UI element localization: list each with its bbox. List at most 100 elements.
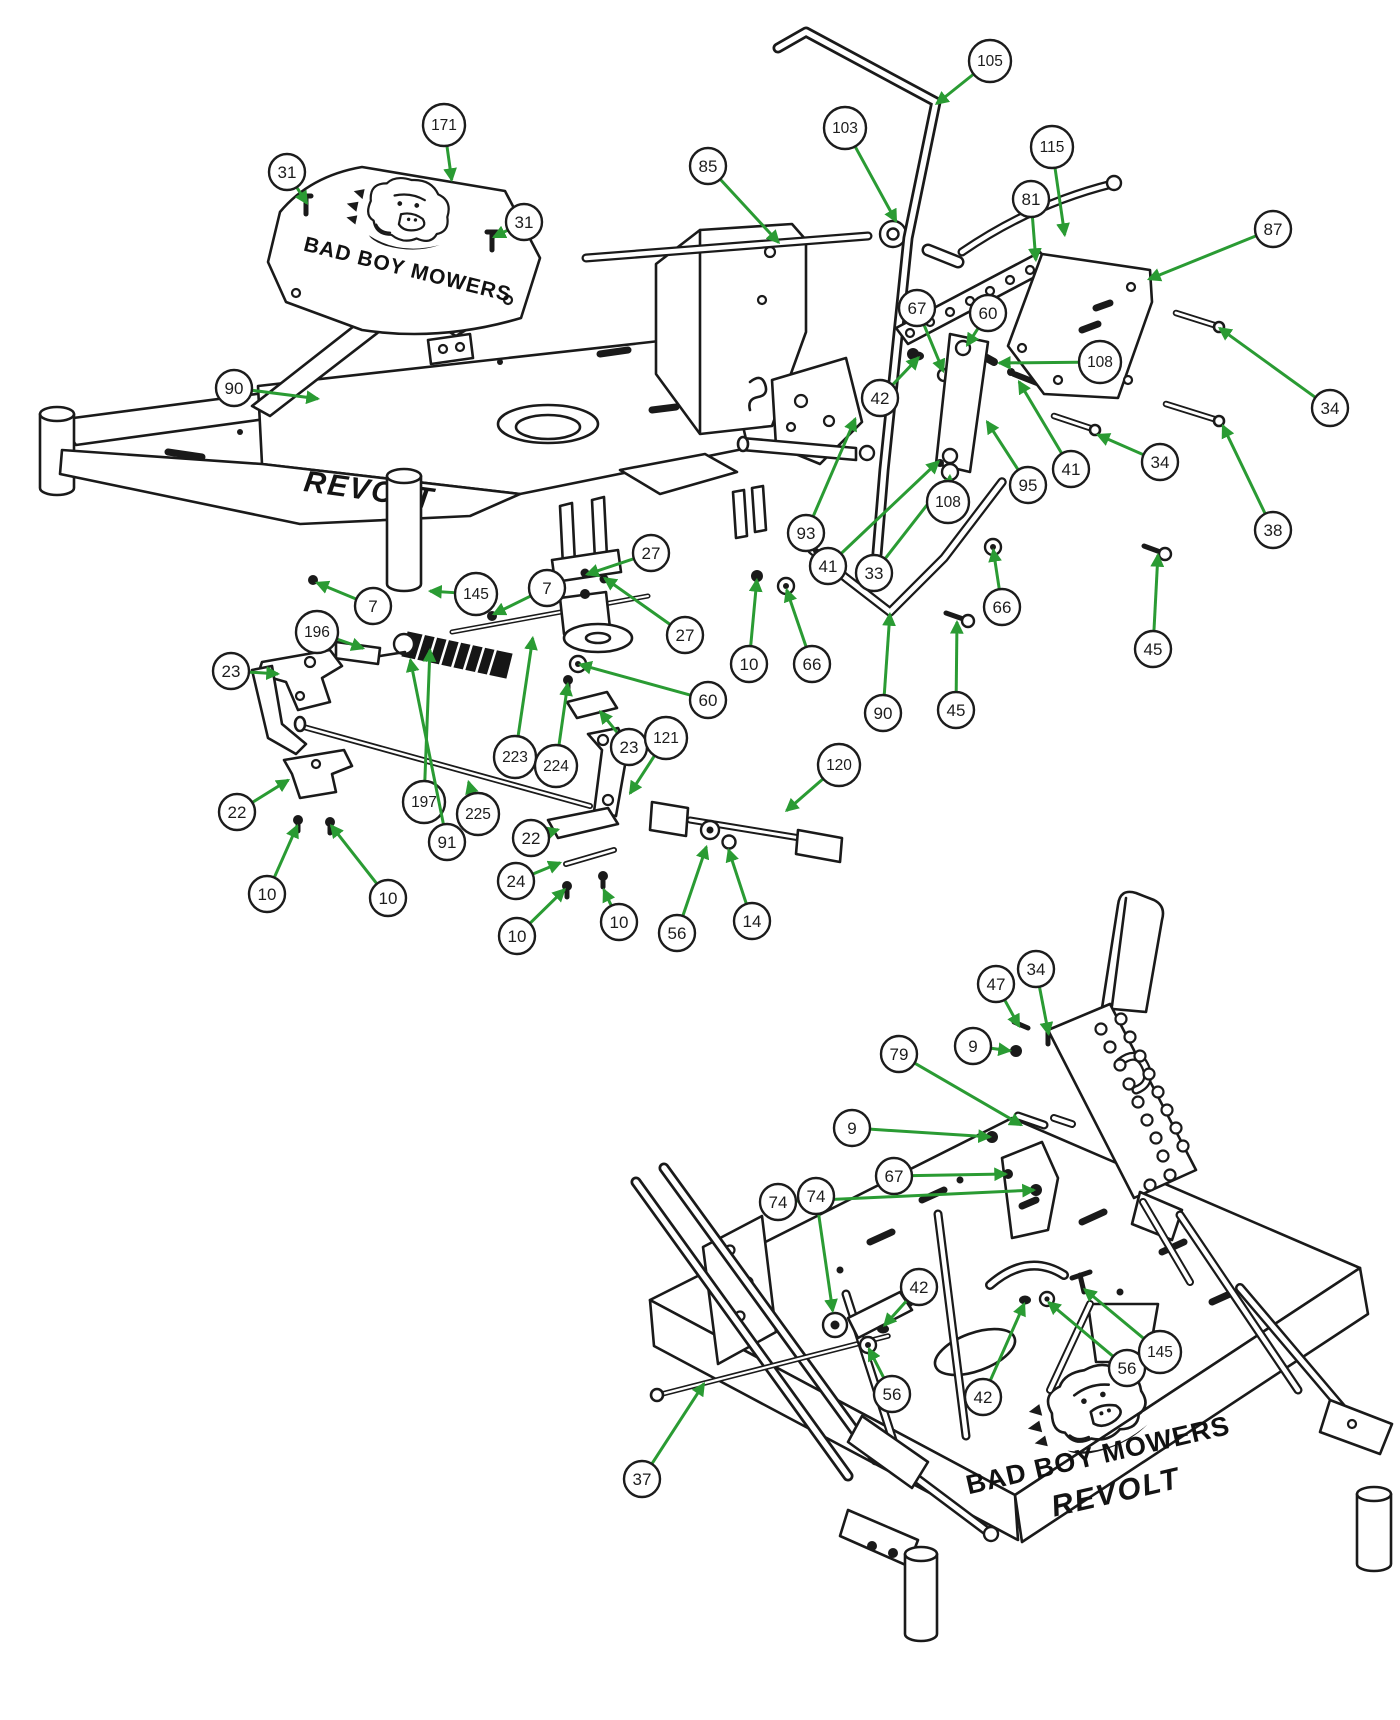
callout-223: 223 [492,635,538,780]
balloon-circle-34 [1310,388,1350,428]
balloon-circle-41 [808,546,848,586]
leader-arrow-23 [248,666,281,681]
leader-arrow-74 [795,1183,1037,1203]
balloon-number-60: 60 [699,691,718,710]
balloon-number-224: 224 [543,758,569,775]
balloon-number-34: 34 [1027,960,1046,979]
leader-arrow-42 [891,355,921,386]
callout-74: 74 [758,1182,1037,1222]
callout-60: 60 [577,661,728,720]
leader-arrow-56 [867,1346,886,1379]
balloon-circle-42 [860,378,900,418]
leader-arrow-41 [1017,379,1064,455]
callout-10: 10 [247,823,299,914]
balloon-number-66: 66 [993,598,1012,617]
balloon-number-42: 42 [974,1388,993,1407]
leader-arrow-24 [532,860,563,876]
balloon-circle-103 [822,105,868,151]
leader-arrow-171 [443,145,457,183]
balloon-number-27: 27 [676,626,695,645]
balloon-number-108: 108 [1087,354,1113,371]
callout-121: 121 [628,715,689,796]
leader-arrow-91 [405,657,445,825]
balloon-number-42: 42 [910,1278,929,1297]
leader-arrow-224 [557,681,573,746]
balloon-circle-42 [899,1267,939,1307]
callout-171: 171 [421,102,467,183]
balloon-circle-56 [657,913,697,953]
balloon-number-42: 42 [871,389,890,408]
balloon-circle-10 [729,644,769,684]
leader-arrow-27 [602,576,672,626]
leader-arrow-37 [650,1381,706,1465]
balloon-number-45: 45 [1144,640,1163,659]
callout-225: 225 [455,779,501,837]
callout-47: 47 [976,964,1021,1029]
callout-34: 34 [1016,949,1056,1037]
balloon-number-41: 41 [1062,460,1081,479]
callout-115: 115 [1029,124,1075,238]
balloon-circle-10 [368,878,408,918]
callout-42: 42 [860,355,921,418]
balloon-number-196: 196 [304,624,330,641]
balloon-circle-10 [497,916,537,956]
balloon-number-10: 10 [258,885,277,904]
callout-34: 34 [1095,433,1180,482]
balloon-circle-105 [967,38,1013,84]
callout-9: 9 [953,1026,1013,1066]
callout-108: 108 [925,473,971,525]
balloon-circle-10 [599,902,639,942]
leader-arrow-74 [817,1213,838,1314]
balloon-number-31: 31 [515,213,534,232]
callout-38: 38 [1221,423,1293,550]
leader-arrow-197 [422,647,437,782]
balloon-circle-74 [796,1176,836,1216]
balloon-circle-38 [1253,510,1293,550]
leader-arrow-67 [922,324,946,374]
leader-arrow-60 [965,327,980,348]
balloon-circle-67 [897,288,937,328]
balloon-number-74: 74 [807,1187,826,1206]
callout-85: 85 [688,146,781,245]
leader-arrow-38 [1221,423,1267,515]
callout-93: 93 [786,416,857,553]
balloon-number-56: 56 [883,1385,902,1404]
leader-arrow-10 [748,577,763,647]
leader-arrow-42 [882,1299,909,1328]
callout-41: 41 [808,459,941,586]
leader-arrow-79 [913,1061,1024,1127]
balloon-circle-7 [527,568,567,608]
callout-22: 22 [511,818,561,858]
balloon-number-10: 10 [740,655,759,674]
balloon-number-56: 56 [1118,1359,1137,1378]
balloon-circle-14 [732,901,772,941]
balloon-circle-22 [511,818,551,858]
balloon-number-120: 120 [826,757,852,774]
balloon-circle-60 [688,680,728,720]
balloon-number-223: 223 [502,749,528,766]
balloon-circle-31 [504,202,544,242]
leader-arrow-85 [719,178,781,245]
balloon-number-34: 34 [1151,453,1170,472]
callout-42: 42 [963,1301,1026,1417]
balloon-circle-90 [214,368,254,408]
balloon-number-23: 23 [222,662,241,681]
balloon-number-10: 10 [379,889,398,908]
balloon-number-45: 45 [947,701,966,720]
balloon-circle-93 [786,513,826,553]
balloon-number-103: 103 [832,120,858,137]
balloon-circle-24 [496,861,536,901]
balloon-circle-10 [247,874,287,914]
balloon-circle-45 [1133,629,1173,669]
balloon-circle-66 [982,587,1022,627]
callout-27: 27 [584,533,671,578]
balloon-number-171: 171 [431,117,457,134]
callout-67: 67 [874,1156,1009,1196]
leader-arrow-223 [516,635,538,737]
upper-belt-shield-panel: BAD BOY MOWERS [266,165,542,336]
balloon-number-66: 66 [803,655,822,674]
leader-arrow-87 [1146,234,1257,282]
callout-66: 66 [982,547,1022,627]
balloon-circle-37 [622,1459,662,1499]
balloon-number-10: 10 [508,927,527,946]
